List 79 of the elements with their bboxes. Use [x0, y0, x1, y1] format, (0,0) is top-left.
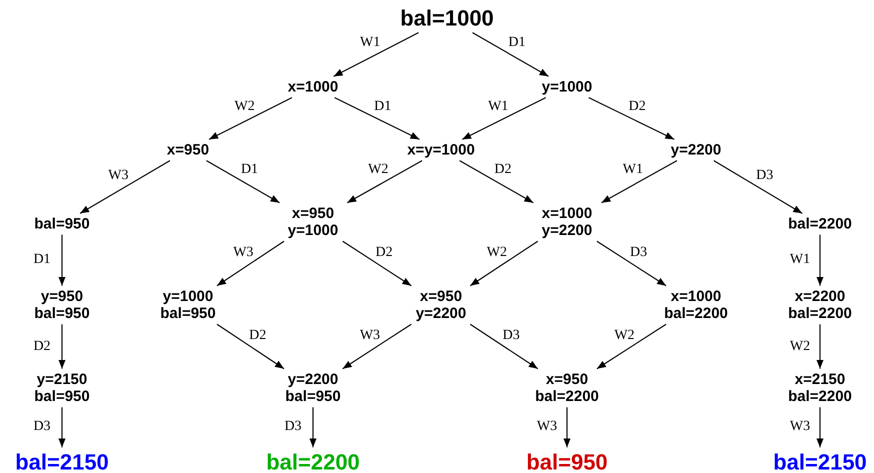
arrow	[58, 234, 66, 286]
arrow	[596, 324, 666, 370]
arrow	[216, 240, 284, 286]
edge-label: D1	[33, 252, 51, 268]
edge-label: W2	[790, 338, 810, 354]
edge-label: D2	[249, 328, 266, 344]
edge-label: D2	[376, 244, 393, 261]
state-label: y=950 bal=950	[33, 288, 91, 322]
state-label: bal=1000	[400, 5, 494, 31]
state-label: x=950 y=2200	[414, 288, 468, 322]
arrow	[462, 97, 546, 140]
edge-label: W3	[233, 244, 254, 261]
arrow	[346, 160, 422, 204]
arrow	[470, 240, 538, 286]
edge-label: W2	[614, 328, 635, 344]
state-label: x=2200 bal=2200	[788, 288, 852, 322]
arrow	[588, 97, 674, 140]
edge-label: W2	[368, 162, 388, 178]
arrow	[342, 324, 412, 370]
state-label: x=950 bal=2200	[534, 370, 600, 406]
arrow	[459, 160, 534, 204]
arrow	[472, 32, 549, 77]
edge-label: W3	[536, 419, 558, 436]
state-label: y=1000 bal=950	[159, 288, 217, 322]
arrow	[216, 324, 284, 370]
state-label: x=1000	[288, 78, 338, 96]
state-label: bal=950	[526, 449, 608, 473]
edge-label: D3	[630, 244, 648, 261]
state-label: x=y=1000	[407, 141, 475, 159]
state-label: bal=950	[34, 215, 90, 233]
edge-label: W1	[488, 98, 508, 115]
edge-label: D1	[374, 98, 392, 115]
state-label: y=2200	[670, 141, 722, 159]
state-label: x=2150 bal=2200	[788, 370, 852, 406]
edge-label: W1	[790, 252, 810, 268]
arrow	[816, 234, 824, 286]
state-label: x=950	[166, 141, 210, 159]
edge-label: W3	[108, 168, 129, 184]
edge-label: D3	[284, 419, 302, 436]
arrow	[208, 97, 292, 140]
state-label: bal=2150	[15, 449, 109, 473]
arrow	[816, 407, 824, 448]
arrow	[470, 324, 538, 370]
edge-label: D2	[33, 338, 51, 354]
arrow	[80, 160, 170, 214]
state-label: bal=2200	[788, 215, 852, 233]
state-label: x=1000 y=2200	[540, 204, 594, 240]
edge-label: D3	[756, 168, 774, 184]
edge-label: W1	[360, 34, 380, 51]
arrow	[58, 407, 66, 448]
edge-label: D1	[240, 162, 258, 178]
arrow	[601, 160, 678, 204]
arrow	[563, 407, 571, 448]
arrow	[714, 160, 802, 214]
arrow	[596, 240, 666, 286]
state-label: bal=2150	[773, 449, 867, 473]
arrow	[816, 324, 824, 369]
arrow	[333, 32, 419, 77]
edge-label: W2	[486, 244, 507, 261]
edge-label: W1	[622, 162, 643, 178]
edge-label: D1	[508, 35, 526, 52]
arrow	[334, 97, 420, 140]
state-label: y=2200 bal=950	[284, 370, 342, 406]
state-label: y=1000	[542, 78, 592, 96]
edge-label: D3	[502, 328, 520, 344]
edge-label: W3	[360, 328, 380, 344]
arrow	[342, 240, 412, 286]
state-label: y=2150 bal=950	[33, 370, 91, 406]
state-label: bal=2200	[266, 449, 360, 473]
edge-label: D2	[494, 162, 512, 178]
edge-label: D3	[33, 419, 51, 436]
state-label: x=950 y=1000	[286, 204, 340, 240]
edge-label: D2	[628, 98, 646, 115]
arrow	[206, 160, 280, 204]
state-label: x=1000 bal=2200	[663, 288, 729, 322]
arrow	[58, 324, 66, 369]
edge-label: W2	[234, 98, 255, 115]
arrow	[309, 407, 317, 448]
edge-label: W3	[790, 419, 810, 436]
